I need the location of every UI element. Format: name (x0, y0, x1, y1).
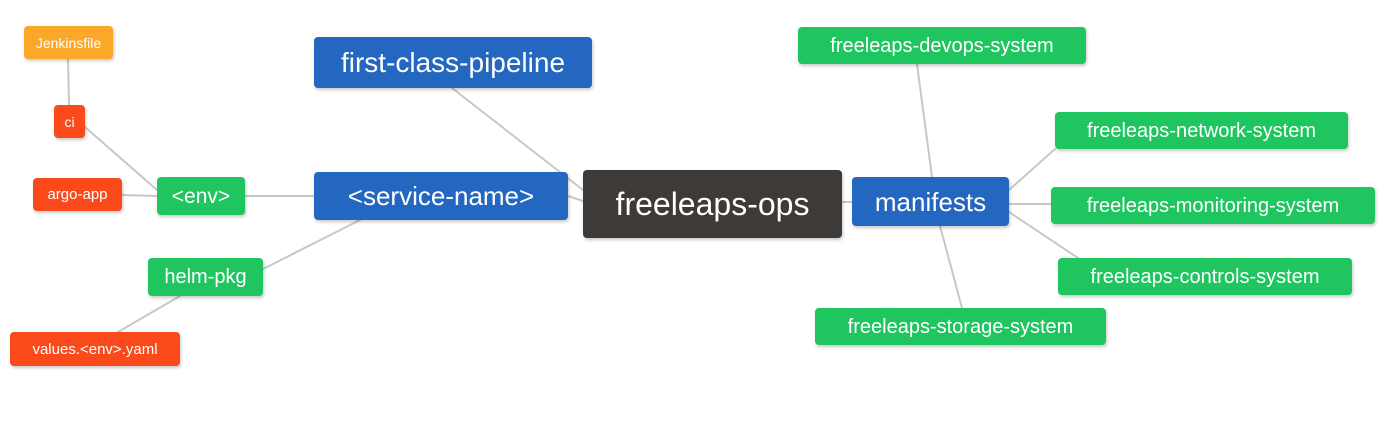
edge-env-to-argo-app (121, 194, 158, 197)
node-service-name[interactable]: <service-name> (314, 172, 568, 220)
node-label-jenkinsfile: Jenkinsfile (35, 34, 102, 51)
node-freeleaps-storage-system[interactable]: freeleaps-storage-system (815, 308, 1106, 345)
node-label-freeleaps-ops: freeleaps-ops (615, 186, 810, 222)
node-ci[interactable]: ci (54, 105, 85, 138)
node-jenkinsfile[interactable]: Jenkinsfile (24, 26, 113, 59)
edge-manifests-to-freeleaps-storage-system (939, 225, 963, 309)
node-label-service-name: <service-name> (347, 181, 535, 211)
edge-freeleaps-ops-to-service-name (567, 195, 584, 202)
node-label-ci: ci (64, 113, 75, 130)
node-label-freeleaps-storage-system: freeleaps-storage-system (847, 315, 1074, 338)
node-label-helm-pkg: helm-pkg (164, 266, 247, 288)
node-label-first-class-pipeline: first-class-pipeline (340, 46, 566, 78)
node-label-freeleaps-network-system: freeleaps-network-system (1087, 119, 1316, 142)
node-freeleaps-ops[interactable]: freeleaps-ops (583, 170, 842, 238)
node-first-class-pipeline[interactable]: first-class-pipeline (314, 37, 592, 88)
node-label-manifests: manifests (874, 186, 987, 217)
edge-manifests-to-freeleaps-network-system (1008, 148, 1056, 191)
edge-ci-to-jenkinsfile (67, 58, 70, 106)
node-manifests[interactable]: manifests (852, 177, 1009, 226)
node-label-env: <env> (171, 184, 231, 208)
node-values-yaml[interactable]: values.<env>.yaml (10, 332, 180, 366)
node-freeleaps-network-system[interactable]: freeleaps-network-system (1055, 112, 1348, 149)
node-freeleaps-monitoring-system[interactable]: freeleaps-monitoring-system (1051, 187, 1375, 224)
node-freeleaps-devops-system[interactable]: freeleaps-devops-system (798, 27, 1086, 64)
node-label-argo-app: argo-app (47, 186, 108, 203)
node-argo-app[interactable]: argo-app (33, 178, 122, 211)
edge-manifests-to-freeleaps-devops-system (916, 63, 933, 178)
edge-helm-pkg-to-values-yaml (117, 295, 181, 333)
node-helm-pkg[interactable]: helm-pkg (148, 258, 263, 296)
node-label-freeleaps-devops-system: freeleaps-devops-system (830, 34, 1054, 57)
node-env[interactable]: <env> (157, 177, 245, 215)
node-label-values-yaml: values.<env>.yaml (32, 340, 158, 358)
node-freeleaps-controls-system[interactable]: freeleaps-controls-system (1058, 258, 1352, 295)
node-label-freeleaps-controls-system: freeleaps-controls-system (1090, 265, 1320, 288)
node-label-freeleaps-monitoring-system: freeleaps-monitoring-system (1086, 194, 1340, 217)
edge-service-name-to-helm-pkg (262, 219, 361, 270)
